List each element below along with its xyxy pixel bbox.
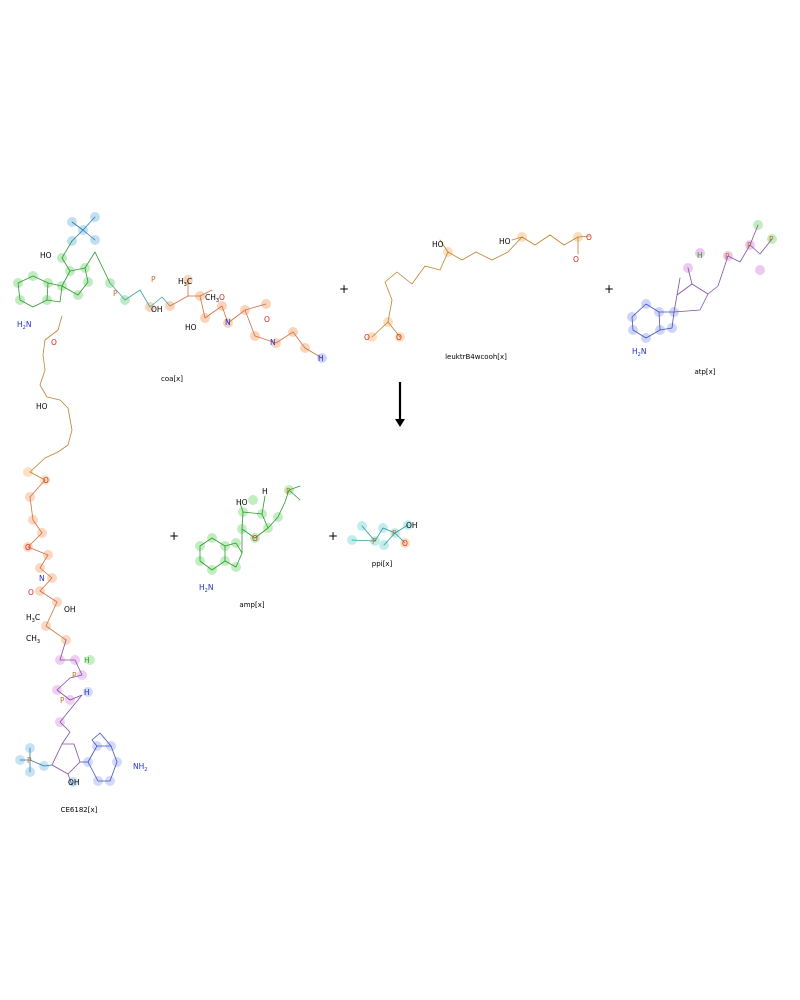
coa-atom-n-2: N bbox=[270, 338, 276, 347]
ppi-atom-p-2: P bbox=[392, 529, 397, 538]
ppi-atom-o: O bbox=[402, 539, 408, 548]
coa-halo-chain bbox=[145, 275, 327, 363]
reaction-arrow bbox=[395, 382, 405, 427]
amp-atom-ho: HO bbox=[236, 498, 248, 507]
molecule-atp: H2N H P P P atp[x] bbox=[627, 220, 777, 376]
ce-atom-h3c: H3C bbox=[26, 613, 40, 624]
amp-atom-h2n: H2N bbox=[199, 583, 213, 594]
atp-bonds bbox=[631, 224, 773, 339]
coa-atom-h3c: H3C bbox=[178, 277, 192, 288]
ce-atom-o-1: O bbox=[43, 476, 49, 485]
amp-bonds bbox=[199, 485, 301, 571]
leuk-atom-ho-2: HO bbox=[499, 237, 511, 246]
coa-atom-o-1: O bbox=[219, 293, 225, 302]
leuk-atom-ho-1: HO bbox=[432, 240, 444, 249]
atp-atom-p-3: P bbox=[769, 235, 774, 244]
amp-atom-p: P bbox=[286, 487, 291, 496]
molecule-amp: HO H O P H2N amp[x] bbox=[195, 485, 301, 609]
leuk-atoms: HO HO O O O O bbox=[364, 233, 592, 342]
plus-3: + bbox=[169, 529, 179, 543]
ce-atom-nh2: NH2 bbox=[133, 762, 147, 773]
ppi-atoms: P P OH O bbox=[372, 521, 418, 548]
ce-atom-p-2: P bbox=[60, 696, 65, 705]
coa-atom-h2n: H2N bbox=[17, 320, 31, 331]
ce-atom-ho: HO bbox=[36, 402, 48, 411]
atp-halo bbox=[627, 220, 777, 343]
atp-atom-h: H bbox=[697, 251, 703, 260]
coa-atom-h: H bbox=[318, 354, 324, 363]
ce-atoms: HO O O N O OH H3C CH3 H H P P P OH NH2 bbox=[25, 402, 147, 787]
ce-atom-h-1: H bbox=[84, 656, 90, 665]
atp-atom-p-1: P bbox=[725, 252, 730, 261]
amp-atoms: HO H O P H2N bbox=[199, 487, 291, 594]
ce-label: CE6182[x] bbox=[61, 806, 98, 814]
ce-atom-p-3: P bbox=[27, 756, 32, 765]
coa-atoms: HO H2N O P P OH H3C CH3 HO N N O O H bbox=[17, 251, 324, 363]
plus-1: + bbox=[339, 282, 349, 296]
amp-atom-o: O bbox=[252, 534, 258, 543]
coa-atom-o-2: O bbox=[264, 315, 270, 324]
ce-atom-oh: OH bbox=[64, 605, 76, 614]
coa-atom-n-1: N bbox=[225, 318, 231, 327]
coa-atom-p-2: P bbox=[151, 275, 156, 284]
atp-atom-h2n: H2N bbox=[632, 347, 646, 358]
coa-atom-oh-1: O bbox=[51, 338, 57, 347]
ppi-label: ppi[x] bbox=[372, 560, 393, 568]
leuk-atom-o-2: O bbox=[396, 333, 402, 342]
coa-label: coa[x] bbox=[161, 375, 183, 383]
ce-atom-n: N bbox=[39, 574, 45, 583]
molecule-leuktrb4wcooh: HO HO O O O O leuktrB4wcooh[x] bbox=[364, 232, 592, 361]
ce-atom-h-2: H bbox=[84, 688, 90, 697]
amp-label: amp[x] bbox=[239, 601, 264, 609]
atp-label: atp[x] bbox=[694, 368, 715, 376]
leuk-label: leuktrB4wcooh[x] bbox=[445, 353, 507, 361]
coa-atom-oh-2: OH bbox=[151, 305, 163, 314]
coa-atom-p-1: P bbox=[113, 289, 118, 298]
ppi-atom-oh: OH bbox=[406, 521, 418, 530]
coa-atom-ho-2: HO bbox=[185, 323, 197, 332]
ce-atom-o-3: O bbox=[28, 588, 34, 597]
amp-atom-h: H bbox=[262, 487, 268, 496]
plus-4: + bbox=[328, 529, 338, 543]
molecule-ce6182: HO O O N O OH H3C CH3 H H P P P OH NH2 C… bbox=[15, 315, 147, 814]
molecule-ppi: P P OH O ppi[x] bbox=[347, 520, 418, 568]
coa-atom-ho: HO bbox=[40, 251, 52, 260]
ce-atom-ch3: CH3 bbox=[26, 634, 40, 645]
leuk-atom-o-3: O bbox=[586, 233, 592, 242]
atp-atoms: H2N H P P P bbox=[632, 235, 774, 358]
ce-bonds bbox=[19, 315, 118, 786]
coa-bonds bbox=[17, 216, 323, 359]
leuk-atom-o-4: O bbox=[573, 255, 579, 264]
leuk-bonds bbox=[371, 234, 591, 338]
leuk-atom-o-1: O bbox=[364, 333, 370, 342]
coa-atom-ch3: CH3 bbox=[205, 293, 219, 304]
atp-atom-p-2: P bbox=[747, 241, 752, 250]
ce-atom-p-1: P bbox=[72, 671, 77, 680]
ce-atom-o-2: O bbox=[25, 543, 31, 552]
molecule-coa: HO H2N O P P OH H3C CH3 HO N N O O H coa… bbox=[13, 212, 327, 383]
ppi-bonds bbox=[351, 524, 409, 546]
ce-atom-oh-2: OH bbox=[68, 778, 80, 787]
ppi-atom-p-1: P bbox=[372, 537, 377, 546]
leuk-halo bbox=[367, 232, 583, 342]
plus-2: + bbox=[604, 282, 614, 296]
ce-halo bbox=[15, 467, 122, 787]
